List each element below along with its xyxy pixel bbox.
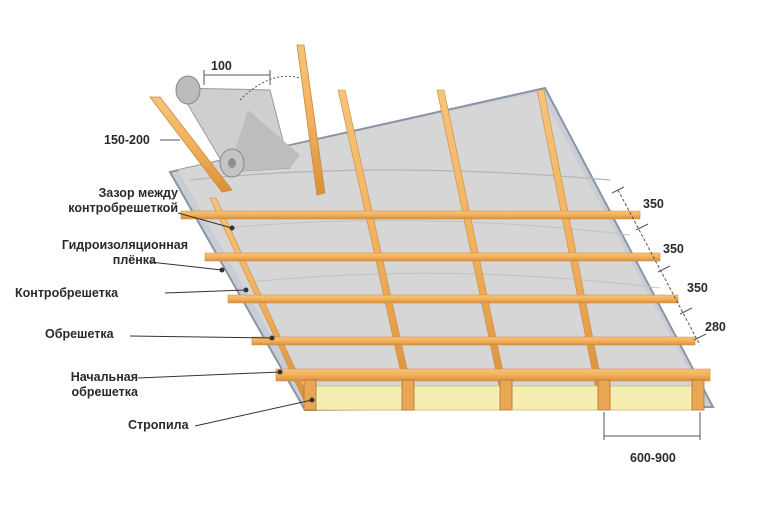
membrane-seam xyxy=(224,219,631,236)
leader-lines xyxy=(129,212,313,427)
loose-board xyxy=(149,96,233,193)
label-start-batten: Начальная обрешетка xyxy=(70,370,138,399)
insulation xyxy=(413,385,501,411)
dim-rafter-spacing: 600-900 xyxy=(630,451,676,465)
rafter xyxy=(597,379,611,411)
membrane-seam xyxy=(249,272,661,289)
batten xyxy=(204,252,661,262)
label-gap: Зазор между контробрешеткой xyxy=(68,186,178,215)
rafter xyxy=(499,379,513,411)
battens xyxy=(180,210,711,382)
dimension-lines xyxy=(160,70,707,440)
dim-overlap: 100 xyxy=(211,59,232,73)
leader-dots xyxy=(219,225,315,403)
label-membrane: Гидроизоляционная плёнка xyxy=(61,238,188,267)
rafter xyxy=(401,379,415,411)
leaning-batten xyxy=(296,44,326,196)
label-counter-batten: Контробрешетка xyxy=(15,286,119,300)
batten xyxy=(180,210,641,220)
dim-first-step: 280 xyxy=(705,320,726,334)
rafter xyxy=(303,379,317,411)
batten xyxy=(227,294,679,304)
label-batten: Обрешетка xyxy=(45,327,114,341)
waterproof-membrane xyxy=(178,92,706,405)
rafter xyxy=(691,379,705,411)
insulation xyxy=(511,385,599,411)
dim-batten-step-2: 350 xyxy=(663,242,684,256)
membrane-roll xyxy=(175,75,300,178)
batten xyxy=(251,336,696,346)
dim-eave-overhang: 150-200 xyxy=(104,133,150,147)
dim-batten-step-3: 350 xyxy=(687,281,708,295)
dim-batten-step-1: 350 xyxy=(643,197,664,211)
label-rafters: Стропила xyxy=(128,418,189,432)
insulation xyxy=(315,385,403,411)
rafter-row xyxy=(303,379,705,411)
membrane-seam xyxy=(189,169,611,181)
start-batten xyxy=(275,368,711,382)
insulation xyxy=(609,385,693,411)
